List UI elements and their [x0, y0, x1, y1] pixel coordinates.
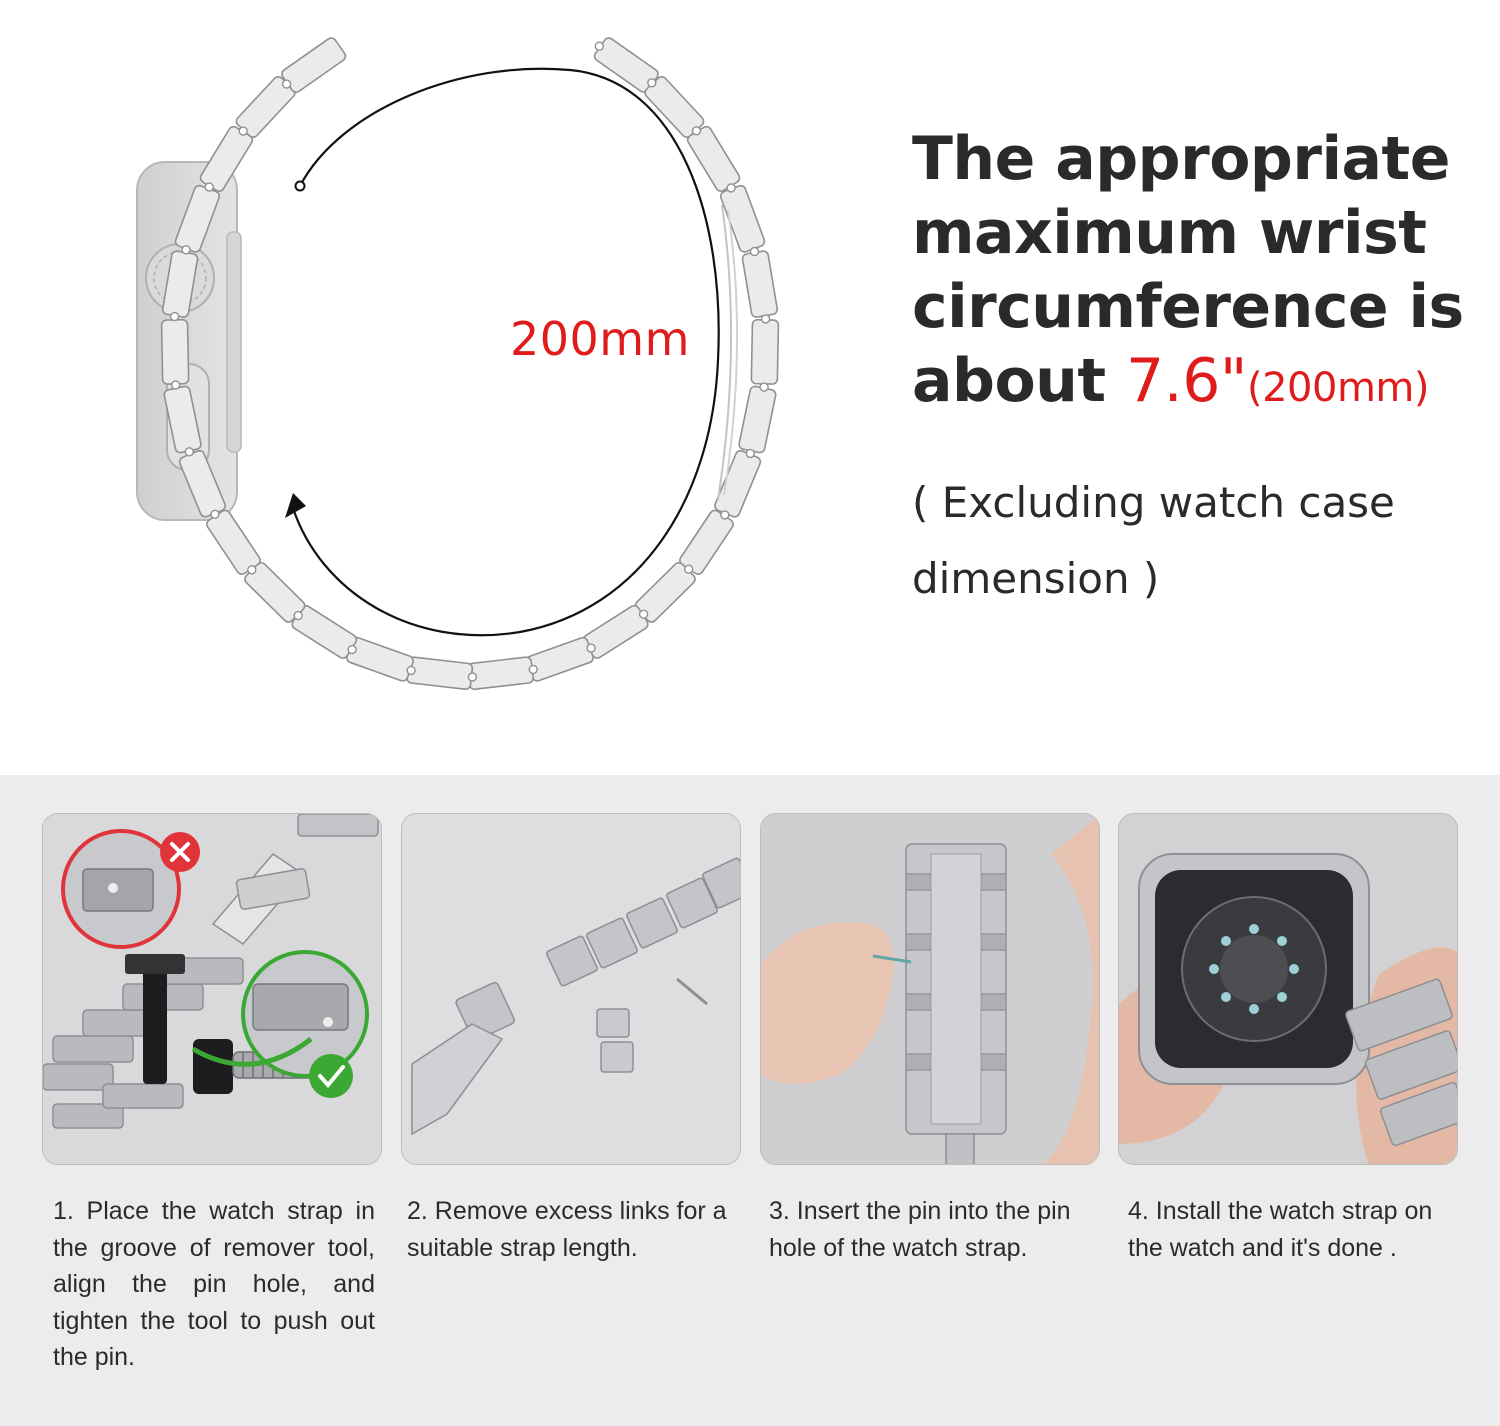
link-pin — [467, 672, 478, 682]
link-pin — [720, 510, 730, 520]
link-pin — [204, 182, 214, 192]
headline-line-1: The appropriate — [912, 124, 1450, 194]
adjustment-steps-section: 1. Place the watch strap in the groove o… — [0, 775, 1500, 1426]
band-link — [160, 318, 190, 385]
step-4-photo — [1118, 813, 1458, 1165]
note-line-1: ( Excluding watch case — [912, 478, 1395, 527]
arrow-head-icon — [285, 493, 306, 518]
step-2-text: 2. Remove excess links for a suitable st… — [407, 1197, 727, 1262]
link-pin — [726, 183, 736, 193]
metal-band-links — [160, 37, 780, 691]
headline-line-2: maximum wrist — [912, 198, 1427, 268]
link-pin — [406, 665, 416, 676]
step-1-text: 1. Place the watch strap in the groove o… — [53, 1197, 375, 1371]
headline-line-4: about 7.6"(200mm) — [912, 344, 1472, 425]
circumference-value-label: 200mm — [510, 312, 690, 366]
link-pin — [293, 610, 303, 621]
step-1-photo — [42, 813, 382, 1165]
headline-line-3: circumference is — [912, 272, 1464, 342]
link-pin — [684, 564, 694, 574]
value-mm: (200mm) — [1246, 365, 1430, 411]
link-pin — [586, 643, 596, 653]
headline-prefix: about — [912, 346, 1126, 416]
band-link — [750, 318, 780, 385]
band-link — [199, 125, 254, 192]
band-link — [406, 656, 474, 691]
max-wrist-headline: The appropriate maximum wrist circumfere… — [912, 122, 1472, 425]
band-clasp — [717, 204, 739, 501]
step-3-text: 3. Insert the pin into the pin hole of t… — [769, 1197, 1071, 1262]
link-pin — [347, 644, 357, 655]
circumference-arrow — [285, 67, 720, 637]
link-pin — [281, 79, 292, 89]
link-pin — [170, 380, 181, 390]
link-pin — [181, 245, 191, 255]
link-pin — [594, 41, 604, 51]
band-link — [741, 250, 779, 318]
step-2-photo — [401, 813, 741, 1165]
case-exclusion-note: ( Excluding watch case dimension ) — [912, 465, 1472, 617]
band-link — [526, 636, 594, 682]
link-pin — [745, 448, 755, 459]
link-pin — [528, 664, 538, 675]
step-3-photo — [760, 813, 1100, 1165]
value-inches: 7.6" — [1125, 346, 1248, 416]
link-pin — [647, 78, 657, 88]
band-link — [466, 656, 534, 691]
link-pin — [760, 314, 771, 324]
note-line-2: dimension ) — [912, 554, 1160, 603]
link-pin — [210, 509, 220, 519]
link-pin — [759, 382, 769, 392]
link-pin — [184, 447, 195, 457]
check-mark-icon — [309, 1054, 353, 1098]
link-pin — [691, 126, 702, 136]
link-pin — [749, 246, 760, 257]
band-link — [738, 385, 777, 454]
step-4-text: 4. Install the watch strap on the watch … — [1128, 1197, 1433, 1262]
watch-band-size-diagram — [136, 37, 780, 691]
link-pin — [638, 609, 649, 619]
wrist-size-section: 200mm The appropriate maximum wrist circ… — [136, 37, 1472, 691]
link-pin — [238, 126, 248, 136]
link-pin — [169, 311, 180, 322]
link-pin — [247, 565, 257, 575]
